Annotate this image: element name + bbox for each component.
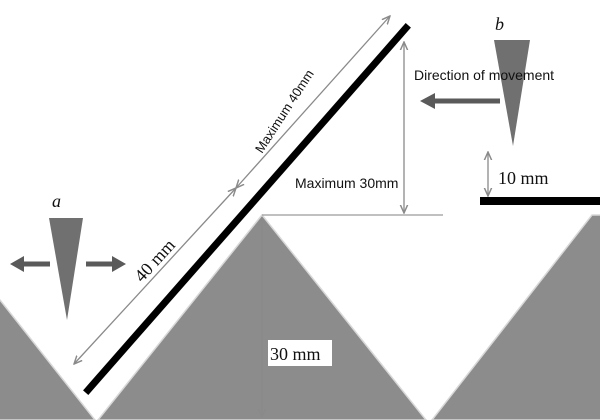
direction-label: Direction of movement <box>414 67 554 83</box>
max-height-label: Maximum 30mm <box>295 175 398 191</box>
ridge-right <box>431 214 600 420</box>
tool-a-arrow-left-head <box>10 256 24 272</box>
tool-a-label: a <box>52 191 61 211</box>
tool-b-cone <box>494 40 530 146</box>
tool-a-arrow-right-head <box>112 256 126 272</box>
tool-a: a <box>10 191 126 320</box>
direction-arrow-head <box>420 93 435 109</box>
tool-b: b <box>420 14 530 146</box>
ridge-left <box>0 299 96 420</box>
diagonal-upper-dimension <box>236 16 390 188</box>
tool-a-cone <box>49 218 83 320</box>
ridge-height-label: 30 mm <box>270 344 321 364</box>
diagonal-lower-label: 40 mm <box>130 235 179 286</box>
tool-b-label: b <box>495 14 504 34</box>
ridge-height-label-bg <box>268 340 332 366</box>
diagonal-lower-dimension <box>74 188 236 364</box>
gap-label: 10 mm <box>498 168 549 188</box>
